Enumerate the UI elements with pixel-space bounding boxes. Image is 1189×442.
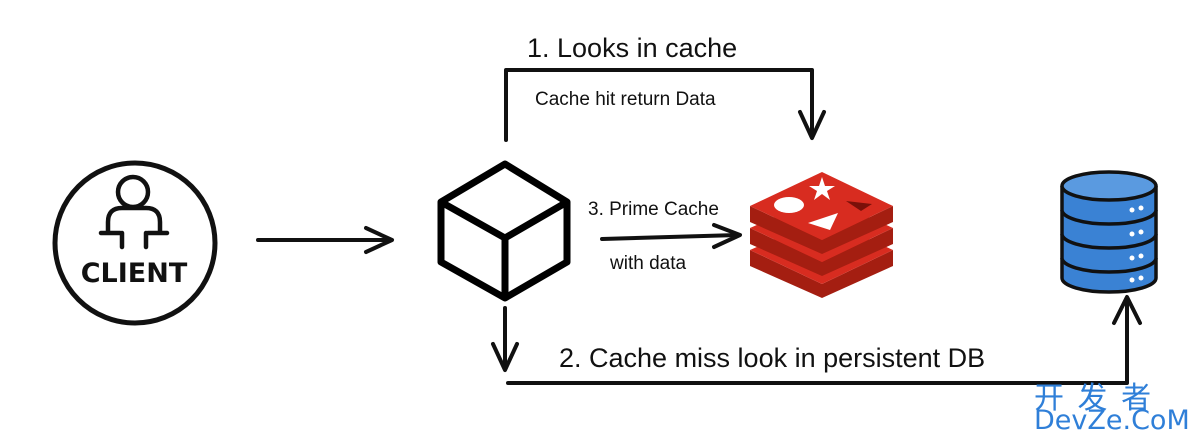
looks-in-cache-label: 1. Looks in cache: [527, 33, 738, 63]
cache-hit-label: Cache hit return Data: [535, 89, 716, 110]
cache-miss-label: 2. Cache miss look in persistent DB: [559, 343, 986, 373]
watermark-bottom: DevZe.CoM: [1034, 405, 1189, 436]
database-lights: [1129, 205, 1144, 283]
client-node: CLIENT: [52, 160, 218, 326]
client-label: CLIENT: [81, 258, 188, 289]
database-icon: [1060, 170, 1158, 294]
redis-logo-icon: [750, 172, 893, 298]
arrow-cache-miss: [491, 295, 1142, 385]
user-icon: [98, 174, 170, 250]
with-data-label: with data: [610, 253, 687, 274]
cube-icon: [437, 160, 571, 302]
prime-cache-label: 3. Prime Cache: [588, 199, 719, 220]
arrow-client-to-service: [256, 226, 394, 254]
arrow-prime-cache: [600, 223, 742, 249]
arrow-looks-in-cache: [504, 68, 826, 142]
watermark-top: 开 发 者: [1034, 381, 1154, 416]
redis-logo-marks: [774, 177, 872, 230]
